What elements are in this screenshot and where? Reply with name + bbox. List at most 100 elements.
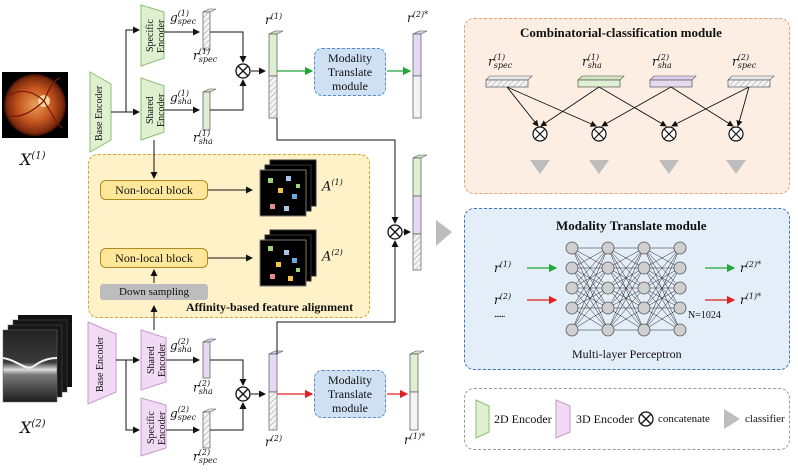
affinity-title: Affinity-based feature alignment xyxy=(186,300,354,314)
base-encoder-2d xyxy=(89,71,112,153)
legend-concatenate-icon xyxy=(638,411,654,427)
concatenate-icon xyxy=(235,386,251,402)
g-sha-2-label: g(2)sha xyxy=(170,337,192,354)
legend-classifier: classifier xyxy=(745,413,785,425)
mlp-connection xyxy=(607,267,645,309)
modality-translate-box-top: Modality Translate module xyxy=(314,48,386,96)
mlp-connection xyxy=(643,267,681,331)
mlp-connection xyxy=(607,247,645,309)
mlp-caption: Multi-layer Perceptron xyxy=(572,347,682,361)
mlp-connection xyxy=(607,247,645,289)
flow-arrow xyxy=(436,220,452,246)
r2-label: r(2) xyxy=(265,434,283,449)
mlp-neuron xyxy=(565,261,579,275)
mlp-connection xyxy=(643,287,681,331)
mlp-connection xyxy=(643,267,681,309)
mlp-neuron xyxy=(637,301,651,315)
mlp-connection xyxy=(571,287,609,331)
specific-encoder-3d xyxy=(140,397,167,457)
top-branch-connectors xyxy=(111,26,411,236)
mlp-connection xyxy=(607,287,645,331)
r-sha-1-label: r(1)sha xyxy=(193,129,213,146)
mlp-neuron xyxy=(673,323,687,337)
legend-2d-encoder-icon xyxy=(475,399,490,439)
mlp-neuron xyxy=(637,241,651,255)
concat-bar xyxy=(412,154,428,271)
shared-encoder-3d-label: Shared Encoder xyxy=(146,343,168,377)
g-sha-1-bar xyxy=(202,88,217,131)
base-encoder-3d-label: Base Encoder xyxy=(95,336,106,392)
specific-encoder-3d-label: Specific Encoder xyxy=(146,411,168,445)
mlp-neuron xyxy=(601,301,615,315)
mlp-connection xyxy=(607,247,645,331)
non-local-block-2: Non-local block xyxy=(100,248,208,268)
input-x2-label: X(2) xyxy=(20,418,46,437)
mlp-connection xyxy=(571,247,609,289)
mlp-neuron xyxy=(637,281,651,295)
base-encoder-2d-label: Base Encoder xyxy=(94,85,105,141)
r-spec-1-label: r(1)spec xyxy=(193,47,218,64)
concatenate-icon xyxy=(235,63,251,79)
mlp-connection xyxy=(571,267,609,309)
mlp-connection xyxy=(643,247,681,289)
bottom-branch-connectors xyxy=(116,240,399,434)
down-sampling-box: Down sampling xyxy=(100,284,208,300)
g-spec-1-bar xyxy=(202,8,217,51)
base-encoder-3d xyxy=(87,321,117,405)
combo-r-sha-1-label: r(1)sha xyxy=(582,53,602,70)
g-spec-2-bar xyxy=(202,408,217,449)
combo-r-sha-2-label: r(2)sha xyxy=(652,53,672,70)
mt-out-r2star-label: r(2)* xyxy=(740,260,762,275)
non-local-block-1: Non-local block xyxy=(100,180,208,200)
mlp-connection xyxy=(571,247,609,309)
x1-sup: (1) xyxy=(31,150,46,162)
r-sha-2-label: r(2)sha xyxy=(193,379,213,396)
r-spec-2-label: r(2)spec xyxy=(193,448,218,465)
r1-bar xyxy=(268,30,284,119)
mlp-neuron xyxy=(673,261,687,275)
affinity-a2-label: A(2) xyxy=(322,248,343,265)
combinatorial-graph xyxy=(485,75,775,174)
x2-sup: (2) xyxy=(31,418,46,430)
combinatorial-title: Combinatorial-classification module xyxy=(520,25,722,40)
mlp-neuron xyxy=(637,323,651,337)
mlp-connection xyxy=(571,287,609,309)
legend-3d-encoder: 3D Encoder xyxy=(576,412,634,426)
mlp-neuron xyxy=(673,241,687,255)
modality-translate-box-bottom: Modality Translate module xyxy=(314,370,386,418)
mlp-connection xyxy=(571,307,609,331)
mlp-connection xyxy=(607,267,645,331)
mlp-connection xyxy=(643,247,681,331)
mlp-neuron xyxy=(673,301,687,315)
mlp-connection xyxy=(571,267,609,331)
mlp-connection xyxy=(607,307,645,331)
fundus-image xyxy=(2,72,68,138)
x2-base: X xyxy=(20,418,32,437)
mt-in-r2-label: r(2) xyxy=(494,292,512,307)
mlp-connection xyxy=(643,247,681,309)
combo-r-spec-2-label: r(2)spec xyxy=(732,53,757,70)
r1-star-bar xyxy=(409,350,425,431)
concatenate-icon xyxy=(387,224,403,240)
combo-r-spec-1-label: r(1)spec xyxy=(488,53,513,70)
affinity-map-a2 xyxy=(259,229,317,287)
g-spec-1-label: g(1)spec xyxy=(170,9,197,26)
legend-concatenate: concatenate xyxy=(658,413,710,425)
specific-encoder-2d-label: Specific Encoder xyxy=(145,19,167,53)
r1-star-label: r(1)* xyxy=(404,432,426,447)
shared-encoder-3d xyxy=(140,329,167,391)
mlp-connection xyxy=(607,287,645,309)
specific-encoder-2d xyxy=(140,4,165,67)
r2-star-label: r(2)* xyxy=(407,10,429,25)
affinity-map-a1 xyxy=(259,159,317,217)
legend-classifier-icon xyxy=(724,409,740,429)
shared-encoder-2d xyxy=(140,77,165,141)
mlp-neuron xyxy=(673,281,687,295)
r2-star-bar xyxy=(412,30,428,119)
mlp-neuron xyxy=(601,261,615,275)
legend-2d-encoder: 2D Encoder xyxy=(494,412,552,426)
legend-3d-encoder-icon xyxy=(555,399,571,439)
input-x1-label: X(1) xyxy=(20,150,46,169)
mt-input-ellipsis: ...... xyxy=(494,308,505,320)
